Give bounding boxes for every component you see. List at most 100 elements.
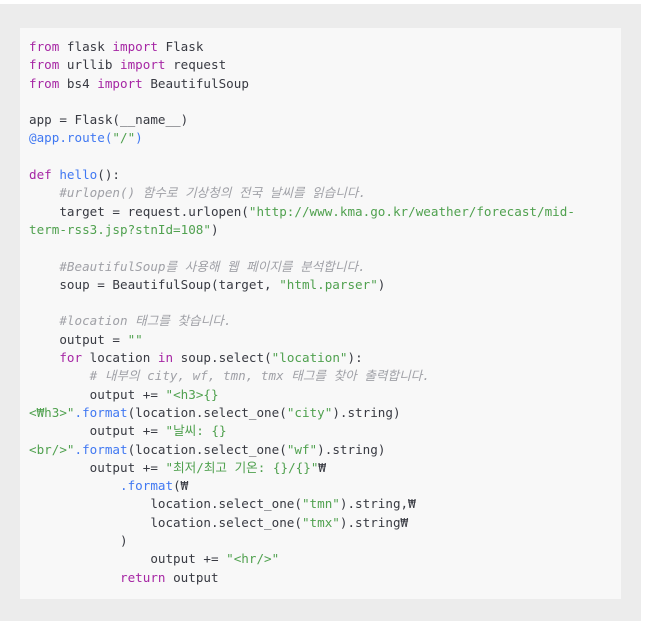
code-token-keyword: def: [29, 167, 52, 183]
code-token-text: [29, 368, 90, 383]
code-token-text: location.select_one(: [29, 496, 302, 512]
code-line: return output: [29, 569, 575, 587]
code-token-text: [29, 478, 120, 493]
code-line: @app.route("/"): [29, 129, 575, 147]
code-line: ): [29, 532, 575, 550]
code-token-text: (₩: [173, 478, 189, 494]
code-line: #urlopen() 함수로 기상청의 전국 날씨를 읽습니다.: [29, 184, 575, 202]
code-token-keyword: import: [120, 57, 166, 73]
code-token-text: ).string): [317, 441, 386, 457]
code-token-function: .format: [120, 478, 174, 494]
code-line: [29, 294, 575, 312]
code-token-string: "tmn": [301, 496, 340, 512]
code-line: # 내부의 city, wf, tmn, tmx 태그를 찾아 출력합니다.: [29, 367, 575, 385]
code-token-keyword: for: [59, 350, 83, 366]
code-token-text: ).string,₩: [339, 496, 416, 512]
code-line: output = "": [29, 331, 575, 349]
code-token-text: urllib: [59, 57, 121, 73]
code-token-comment: #location 태그를 찾습니다.: [59, 313, 232, 329]
code-token-text: output =: [29, 331, 128, 347]
code-token-text: output: [165, 569, 219, 585]
code-line: from flask import Flask: [29, 38, 575, 56]
code-token-text: ): [29, 533, 128, 549]
code-token-string: "city": [286, 404, 333, 420]
code-token-function: .format: [74, 404, 128, 420]
code-line: [29, 148, 575, 166]
code-token-text: target = request.urlopen(: [29, 203, 249, 219]
code-token-string: "tmx": [301, 514, 340, 530]
code-line: output += "<h3>{}: [29, 386, 575, 404]
code-line: <br/>".format(location.select_one("wf").…: [29, 441, 575, 459]
code-token-text: soup = BeautifulSoup(target,: [29, 276, 280, 292]
code-token-keyword: import: [112, 39, 158, 54]
code-line: [29, 93, 575, 111]
code-token-string: "날씨: {}: [165, 423, 227, 439]
code-token-string: "최저/최고 기온: {}/{}": [165, 459, 319, 475]
code-token-function: hello: [59, 167, 98, 183]
code-token-string: "": [127, 331, 143, 347]
code-token-text: BeautifulSoup: [142, 75, 249, 91]
code-line: target = request.urlopen("http://www.kma…: [29, 203, 575, 221]
code-token-text: Flask: [157, 39, 204, 54]
code-token-text: request: [165, 57, 227, 73]
code-line: output += "날씨: {}: [29, 422, 575, 440]
code-token-function: .format: [74, 441, 128, 457]
code-token-string: term-rss3.jsp?stnId=108": [29, 221, 211, 237]
code-line: def hello():: [29, 166, 575, 184]
code-token-text: [29, 350, 59, 365]
code-token-text: location.select_one(: [29, 514, 302, 530]
code-token-text: ).string): [332, 404, 401, 420]
code-token-text: (location.select_one(: [127, 441, 287, 457]
code-line: location.select_one("tmx").string₩: [29, 514, 575, 532]
code-line: .format(₩: [29, 477, 575, 495]
code-token-text: ): [377, 276, 386, 292]
code-token-string: "http://www.kma.go.kr/weather/forecast/m…: [248, 203, 575, 219]
code-line: #location 태그를 찾습니다.: [29, 312, 575, 330]
code-token-comment: #BeautifulSoup를 사용해 웹 페이지를 분석합니다.: [59, 258, 366, 274]
code-line: #BeautifulSoup를 사용해 웹 페이지를 분석합니다.: [29, 258, 575, 276]
code-token-text: ():: [97, 167, 121, 183]
code-token-keyword: from: [29, 39, 60, 54]
code-token-string: <br/>": [29, 441, 75, 457]
code-token-text: soup.select(: [173, 350, 272, 366]
code-token-keyword: return: [120, 569, 166, 585]
code-token-string: <₩h3>": [29, 404, 75, 420]
code-token-text: output +=: [29, 423, 166, 439]
code-token-decorator: @app.route(: [29, 130, 113, 146]
code-line: term-rss3.jsp?stnId=108"): [29, 221, 575, 239]
code-line: from bs4 import BeautifulSoup: [29, 75, 575, 93]
code-token-text: ).string₩: [339, 514, 409, 530]
code-line: output += "최저/최고 기온: {}/{}"₩: [29, 459, 575, 477]
code-line: [29, 239, 575, 257]
code-token-text: ₩: [318, 459, 326, 475]
code-token-keyword: from: [29, 57, 60, 73]
code-token-comment: #urlopen() 함수로 기상청의 전국 날씨를 읽습니다.: [59, 185, 367, 201]
code-token-keyword: from: [29, 75, 60, 91]
code-token-text: location: [82, 350, 158, 366]
code-token-text: output +=: [29, 551, 227, 567]
code-token-text: app = Flask(__name__): [29, 112, 189, 128]
code-token-text: [29, 570, 120, 585]
code-token-string: "wf": [286, 441, 318, 457]
code-line: for location in soup.select("location"):: [29, 349, 575, 367]
code-line: output += "<hr/>": [29, 550, 575, 568]
code-token-text: output +=: [29, 386, 166, 402]
code-token-text: output +=: [29, 459, 166, 475]
code-line: app = Flask(__name__): [29, 111, 575, 129]
code-token-text: (location.select_one(: [127, 404, 287, 420]
code-line: <₩h3>".format(location.select_one("city"…: [29, 404, 575, 422]
code-token-keyword: in: [157, 350, 174, 366]
code-token-keyword: import: [97, 75, 143, 91]
code-token-string: "<hr/>": [226, 551, 280, 567]
code-token-text: bs4: [59, 75, 98, 91]
code-line: location.select_one("tmn").string,₩: [29, 495, 575, 513]
code-token-string: "html.parser": [279, 276, 378, 292]
code-token-text: ):: [347, 350, 363, 366]
code-token-comment: # 내부의 city, wf, tmn, tmx 태그를 찾아 출력합니다.: [89, 368, 430, 384]
code-token-string: "location": [271, 350, 348, 366]
code-line: soup = BeautifulSoup(target, "html.parse…: [29, 276, 575, 294]
code-line: from urllib import request: [29, 56, 575, 74]
